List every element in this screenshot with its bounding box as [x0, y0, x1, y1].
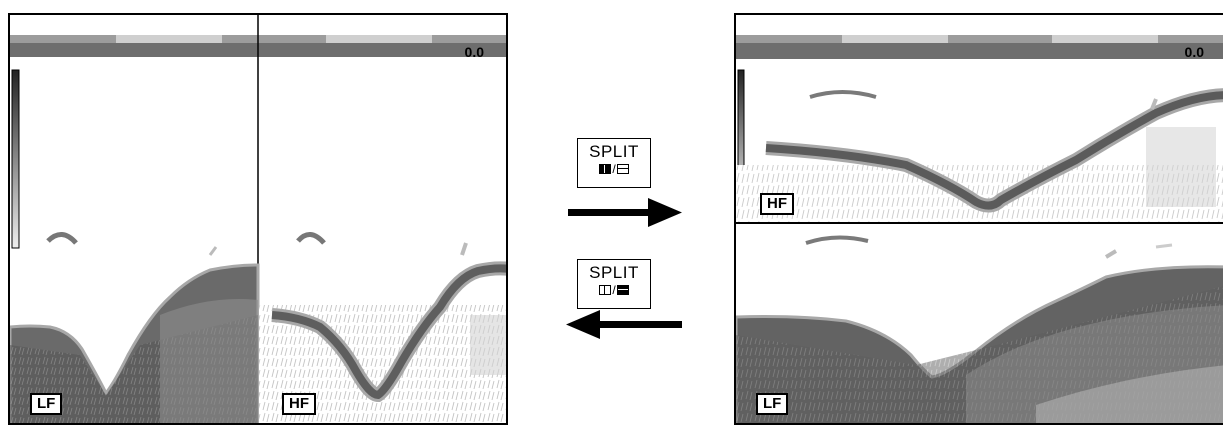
arrow-left-icon — [566, 310, 682, 339]
right-echo-display: 0.0 HF LF — [734, 13, 1223, 425]
hf-pane-label: HF — [282, 393, 316, 415]
depth-readout: 0.0 — [464, 44, 484, 60]
right-echo-graphic — [736, 35, 1223, 423]
split-separator: / — [612, 162, 616, 176]
horizontal-split-icon — [616, 164, 629, 174]
color-scale-bar — [11, 69, 20, 249]
lf-pane-label: LF — [30, 393, 63, 415]
vertical-split-icon — [599, 285, 612, 295]
split-key-label: SPLIT — [589, 142, 639, 161]
left-echo-graphic — [10, 15, 506, 423]
left-echo-display: 0.0 LF HF — [8, 13, 508, 425]
scale-bar-top — [736, 35, 1223, 59]
arrow-right-icon — [568, 198, 682, 227]
hf-pane-label: HF — [760, 193, 794, 215]
split-separator: / — [612, 283, 616, 297]
vertical-split-icon — [599, 164, 612, 174]
split-key-to-horizontal[interactable]: SPLIT / — [577, 138, 651, 188]
horizontal-split-icon — [616, 285, 629, 295]
lf-pane-label: LF — [756, 393, 789, 415]
split-key-label: SPLIT — [589, 263, 639, 282]
split-key-to-vertical[interactable]: SPLIT / — [577, 259, 651, 309]
scale-bar-top — [10, 35, 506, 57]
depth-readout: 0.0 — [1184, 44, 1204, 60]
